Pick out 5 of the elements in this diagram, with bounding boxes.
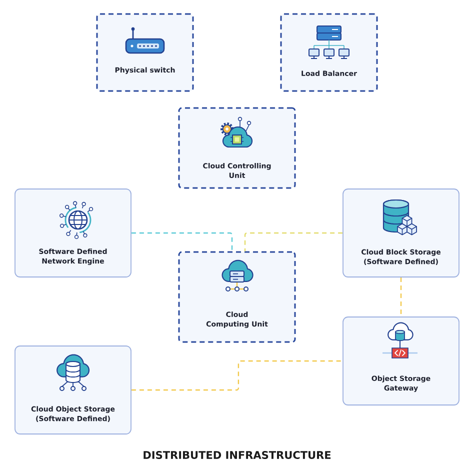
- diagram-title: DISTRIBUTED INFRASTRUCTURE: [144, 451, 331, 459]
- connector-line: [400, 277, 402, 317]
- connector-line: [131, 360, 343, 391]
- connector-line: [244, 232, 343, 252]
- connector-line: [131, 232, 233, 252]
